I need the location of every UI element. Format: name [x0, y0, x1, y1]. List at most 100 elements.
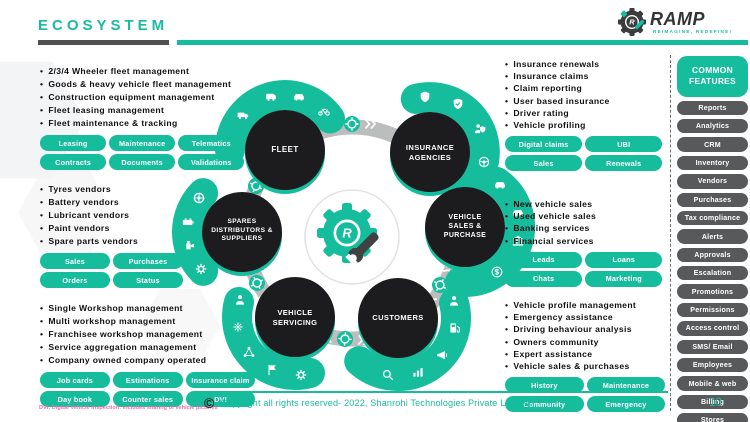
- common-feature-pill: Reports: [677, 100, 748, 116]
- bullet-item: Expert assistance: [505, 348, 673, 360]
- feature-tag: Community: [505, 396, 584, 413]
- servicing-node: [255, 277, 335, 357]
- common-features-title: COMMON FEATURES: [677, 56, 748, 97]
- feature-tag: Leads: [505, 251, 583, 268]
- servicing-bullet-list: Single Workshop managementMulti workshop…: [40, 302, 256, 367]
- bullet-item: Vehicle profile management: [505, 299, 673, 311]
- common-feature-pill: Permissions: [677, 302, 748, 318]
- common-feature-pill: Vendors: [677, 174, 748, 189]
- page-title: ECOSYSTEM: [38, 17, 169, 34]
- dvi-footnote: DVI: Digital Vehicle Inspection: include…: [39, 405, 218, 411]
- servicing-panel: Single Workshop managementMulti workshop…: [40, 302, 256, 408]
- fleet-panel: 2/3/4 Wheeler fleet managementGoods & he…: [40, 65, 245, 171]
- insurance-bullet-list: Insurance renewalsInsurance claimsClaim …: [505, 58, 670, 131]
- fleet-bullet-list: 2/3/4 Wheeler fleet managementGoods & he…: [40, 65, 245, 130]
- common-feature-pill: Tax compliance: [677, 210, 748, 226]
- feature-tag: Status: [113, 272, 183, 289]
- feature-tag: Digital claims: [505, 136, 583, 153]
- servicing-node-label: VEHICLE SERVICING: [272, 308, 318, 327]
- common-feature-pill: Access control: [677, 321, 748, 336]
- sales-panel: New vehicle salesUsed vehicle salesBanki…: [505, 198, 670, 287]
- sales-node: [425, 187, 505, 267]
- feature-tag: History: [505, 377, 584, 394]
- feature-tag: Day book: [40, 391, 110, 408]
- title-underline-dark: [38, 40, 169, 45]
- title-underline-teal: [177, 40, 748, 45]
- bullet-item: Spare parts vendors: [40, 235, 190, 248]
- feature-tag: Leasing: [40, 135, 107, 152]
- bullet-item: Lubricant vendors: [40, 209, 190, 222]
- feature-tag: Maintenance: [109, 135, 176, 152]
- bullet-item: Goods & heavy vehicle fleet management: [40, 78, 245, 91]
- spares-node: [202, 192, 282, 272]
- feature-tag: Telematics: [178, 135, 245, 152]
- spares-bullet-list: Tyres vendorsBattery vendorsLubricant ve…: [40, 183, 190, 248]
- wrench-icon: [345, 232, 379, 266]
- feature-tag: Job cards: [40, 372, 110, 389]
- bullet-item: Paint vendors: [40, 222, 190, 235]
- feature-tag: Insurance claim: [185, 372, 256, 389]
- bullet-item: Tyres vendors: [40, 183, 190, 196]
- customers-node: [358, 278, 438, 358]
- bullet-item: New vehicle sales: [505, 198, 670, 210]
- bullet-item: Claim reporting: [505, 82, 670, 94]
- bullet-item: User based insurance: [505, 95, 670, 107]
- feature-tag: Chats: [505, 270, 583, 287]
- feature-tag: Sales: [40, 253, 110, 270]
- bullet-item: Franchisee workshop management: [40, 328, 256, 341]
- customers-icon-arc: [344, 288, 471, 391]
- bullet-item: Multi workshop management: [40, 315, 256, 328]
- sales-node-label: VEHICLE SALES & PURCHASE: [443, 214, 487, 240]
- feature-tag: Purchases: [113, 253, 183, 270]
- bullet-item: Owners community: [505, 336, 673, 348]
- common-feature-pill: Analytics: [677, 119, 748, 134]
- ramp-gear-icon: R: [618, 8, 646, 36]
- bullet-item: Emergency assistance: [505, 311, 673, 323]
- ramp-logo: R RAMP REIMAGINE, REDEFINE!: [617, 7, 732, 37]
- common-feature-pill: Inventory: [677, 155, 748, 171]
- bullet-item: Financial services: [505, 235, 670, 247]
- bullet-item: Service aggregation management: [40, 341, 256, 354]
- insurance-node: [390, 112, 470, 192]
- page-number: 10: [709, 397, 722, 409]
- feature-tag: DVI: [185, 391, 256, 408]
- feature-tag: Loans: [585, 251, 663, 268]
- bullet-item: Fleet leasing management: [40, 104, 245, 117]
- bullet-item: Battery vendors: [40, 196, 190, 209]
- bullet-item: Driving behaviour analysis: [505, 323, 673, 335]
- common-feature-pill: Stores: [677, 413, 748, 422]
- bullet-item: Driver rating: [505, 107, 670, 119]
- common-feature-pill: CRM: [677, 137, 748, 152]
- feature-tag: Emergency: [586, 396, 666, 413]
- common-feature-pill: Alerts: [677, 229, 748, 244]
- bullet-item: Vehicle profiling: [505, 119, 670, 131]
- svg-text:R: R: [629, 18, 635, 27]
- fleet-node: [245, 110, 325, 190]
- feature-tag: Counter sales: [112, 391, 183, 408]
- feature-tag: Validations: [178, 154, 245, 171]
- feature-tag: Orders: [40, 272, 110, 289]
- bullet-item: Banking services: [505, 222, 670, 234]
- bullet-item: Single Workshop management: [40, 302, 256, 315]
- common-feature-pill: SMS/ Email: [677, 339, 748, 354]
- bullet-item: Fleet maintenance & tracking: [40, 117, 245, 130]
- bullet-item: Insurance claims: [505, 70, 670, 82]
- feature-tag: Documents: [109, 154, 176, 171]
- feature-tag: Marketing: [585, 270, 663, 287]
- customers-panel: Vehicle profile managementEmergency assi…: [505, 299, 673, 413]
- feature-tag: Estimations: [112, 372, 183, 389]
- customers-node-label: CUSTOMERS: [372, 313, 424, 322]
- feature-tag: UBI: [585, 136, 663, 153]
- sales-bullet-list: New vehicle salesUsed vehicle salesBanki…: [505, 198, 670, 247]
- feature-tag: Renewals: [585, 155, 663, 172]
- fleet-node-label: FLEET: [271, 145, 299, 154]
